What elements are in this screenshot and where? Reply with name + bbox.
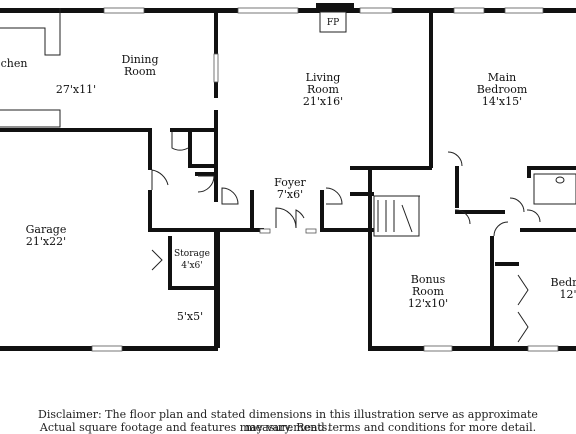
disclaimer-line-2: Actual square footage and features may v… xyxy=(39,421,537,434)
doors xyxy=(151,132,541,271)
main-bedroom-name-1: Main xyxy=(488,71,516,84)
main-bedroom-dims: 14'x15' xyxy=(482,95,522,108)
storage-dims: 4'x6' xyxy=(181,261,202,271)
dining-dims: 27'x11' xyxy=(56,83,96,96)
bonus-dims: 12'x10' xyxy=(408,297,448,310)
garage-dims: 21'x22' xyxy=(26,235,66,248)
dining-name-2: Room xyxy=(124,65,157,78)
garage-name: Garage xyxy=(26,223,67,236)
room-labels: chen Dining Room 27'x11' Living Room 21'… xyxy=(1,18,576,323)
windows xyxy=(91,7,559,352)
bonus-name-2: Room xyxy=(412,285,445,298)
disclaimer-line-1: Disclaimer: The floor plan and stated di… xyxy=(38,408,538,434)
living-name-1: Living xyxy=(306,71,341,84)
bedroom2-name: Bedr xyxy=(551,276,576,289)
storage-name: Storage xyxy=(174,249,210,259)
small-room-dims: 5'x5' xyxy=(177,310,203,323)
dining-name-1: Dining xyxy=(121,53,158,66)
foyer-dims: 7'x6' xyxy=(277,188,303,201)
foyer-name: Foyer xyxy=(274,176,306,189)
main-bedroom-name-2: Bedroom xyxy=(477,83,528,96)
living-name-2: Room xyxy=(307,83,340,96)
kitchen-name: chen xyxy=(1,57,28,70)
living-dims: 21'x16' xyxy=(303,95,343,108)
fireplace-label: FP xyxy=(327,18,339,28)
bonus-name-1: Bonus xyxy=(411,273,446,286)
bedroom2-dims: 12' xyxy=(559,288,576,301)
